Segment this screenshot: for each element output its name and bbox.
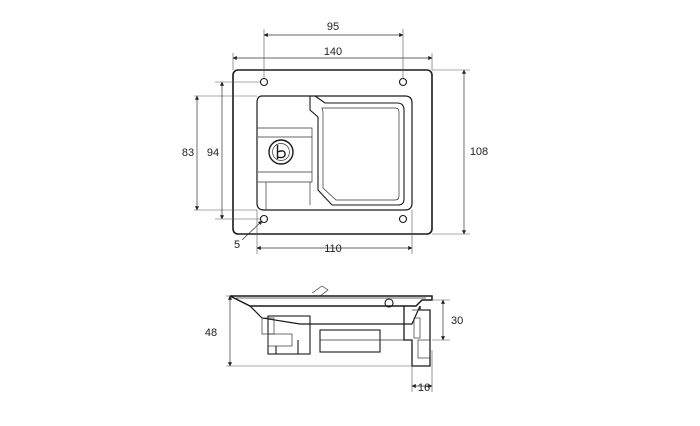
handle-paddle-inner (321, 107, 400, 201)
side-rivet (384, 298, 394, 308)
side-bracket (403, 306, 431, 367)
side-pan (249, 305, 421, 325)
mount-hole-tl (259, 77, 269, 87)
dim-94: 94 (207, 147, 219, 159)
side-cam (319, 329, 381, 353)
side-flange (229, 295, 433, 307)
dim-110: 110 (324, 243, 342, 255)
dim-140: 140 (324, 46, 342, 58)
mount-hole-tr (398, 77, 408, 87)
side-view (229, 285, 433, 367)
recess-pan (256, 95, 413, 211)
dim-95: 95 (327, 21, 339, 33)
side-dimensions: 48 30 16 (205, 295, 463, 394)
dim-83: 83 (182, 147, 194, 159)
dim-5: 5 (234, 239, 240, 251)
mount-hole-bl (259, 214, 269, 224)
dim-48: 48 (205, 327, 217, 339)
mount-hole-br (398, 214, 408, 224)
outer-flange (232, 69, 433, 235)
key-lock-icon (268, 139, 294, 165)
lock-housing (258, 127, 313, 183)
dim-16: 16 (418, 382, 430, 394)
handle-paddle (309, 95, 405, 206)
front-dimensions: 95 140 83 94 108 5 110 (182, 21, 488, 255)
dim-30: 30 (451, 315, 463, 327)
front-view (232, 69, 433, 235)
dim-108: 108 (470, 146, 488, 158)
